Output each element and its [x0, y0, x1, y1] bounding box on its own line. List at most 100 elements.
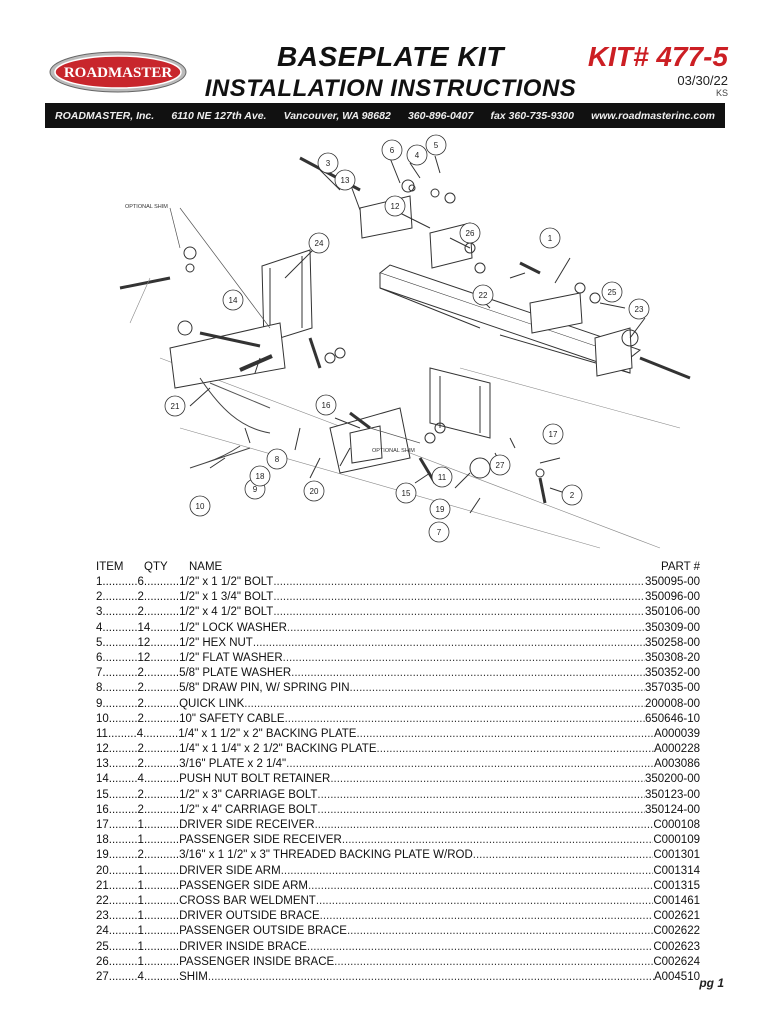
- parts-row-part-number: 350352-00: [645, 667, 700, 680]
- parts-row-description: 17.........1...........DRIVER SIDE RECEI…: [96, 819, 315, 831]
- revision-date: 03/30/22: [677, 73, 728, 88]
- parts-row-part-number: 357035-00: [645, 682, 700, 695]
- optional-shim-label-1: OPTIONAL SHIM: [125, 204, 168, 210]
- parts-row-part-number: 650646-10: [645, 712, 700, 725]
- parts-row-description: 13.........2...........3/16" PLATE x 2 1…: [96, 758, 287, 771]
- leader-dots: [342, 833, 653, 848]
- callout-3: 3: [326, 159, 331, 168]
- contact-bar: ROADMASTER, Inc. 6110 NE 127th Ave. Vanc…: [45, 103, 725, 128]
- parts-row-description: 10.........2...........10" SAFETY CABLE: [96, 712, 285, 725]
- parts-row: 6...........12.........1/2" FLAT WASHER3…: [96, 651, 700, 666]
- parts-row-part-number: 350096-00: [645, 591, 700, 604]
- parts-row: 20.........1...........DRIVER SIDE ARMC0…: [96, 864, 700, 879]
- parts-row: 15.........2...........1/2" x 3" CARRIAG…: [96, 788, 700, 803]
- parts-row: 18.........1...........PASSENGER SIDE RE…: [96, 833, 700, 848]
- parts-row-description: 12.........2...........1/4" x 1 1/4" x 2…: [96, 743, 377, 756]
- parts-row: 23.........1...........DRIVER OUTSIDE BR…: [96, 909, 700, 924]
- leader-dots: [377, 742, 654, 757]
- parts-row-part-number: A004510: [653, 970, 700, 983]
- callout-12: 12: [391, 202, 400, 211]
- callout-15: 15: [402, 489, 411, 498]
- parts-row-description: 11.........4...........1/4" x 1 1/2" x 2…: [96, 727, 357, 740]
- callout-16: 16: [322, 401, 331, 410]
- callout-19: 19: [436, 505, 445, 514]
- parts-row-description: 5...........12.........1/2" HEX NUT: [96, 636, 253, 649]
- leader-dots: [208, 970, 654, 985]
- leader-dots: [273, 605, 645, 620]
- parts-row-description: 22.........1...........CROSS BAR WELDMEN…: [96, 894, 316, 907]
- header-qty: QTY: [144, 561, 168, 573]
- leader-dots: [347, 924, 653, 939]
- leader-dots: [273, 590, 645, 605]
- leader-dots: [356, 727, 654, 742]
- parts-row: 12.........2...........1/4" x 1 1/4" x 2…: [96, 742, 700, 757]
- parts-row-part-number: 350258-00: [645, 636, 700, 649]
- parts-row-description: 1...........6...........1/2" x 1 1/2" BO…: [96, 576, 274, 588]
- website-link[interactable]: www.roadmasterinc.com: [591, 109, 715, 122]
- parts-row: 1...........6...........1/2" x 1 1/2" BO…: [96, 575, 700, 590]
- parts-row: 2...........2...........1/2" x 1 3/4" BO…: [96, 590, 700, 605]
- page-number: pg 1: [699, 976, 724, 990]
- parts-row: 17.........1...........DRIVER SIDE RECEI…: [96, 818, 700, 833]
- street-address: 6110 NE 127th Ave.: [171, 109, 267, 122]
- parts-row: 19.........2...........3/16" x 1 1/2" x …: [96, 848, 700, 863]
- parts-row-part-number: C001315: [653, 879, 700, 892]
- leader-dots: [273, 575, 645, 590]
- parts-row-description: 16.........2...........1/2" x 4" CARRIAG…: [96, 803, 318, 816]
- leader-dots: [283, 651, 645, 666]
- callout-25: 25: [608, 288, 617, 297]
- fax-number: fax 360-735-9300: [490, 109, 574, 122]
- leader-dots: [473, 848, 654, 863]
- callout-14: 14: [229, 296, 238, 305]
- parts-row-description: 23.........1...........DRIVER OUTSIDE BR…: [96, 910, 320, 923]
- parts-row-part-number: A000228: [653, 743, 700, 756]
- parts-row-description: 21.........1...........PASSENGER SIDE AR…: [96, 879, 308, 892]
- leader-dots: [285, 712, 645, 727]
- parts-row-part-number: C001314: [653, 864, 700, 877]
- parts-row-part-number: 350106-00: [645, 606, 700, 619]
- parts-row: 24.........1...........PASSENGER OUTSIDE…: [96, 924, 700, 939]
- leader-dots: [286, 757, 654, 772]
- parts-row: 5...........12.........1/2" HEX NUT 35025…: [96, 636, 700, 651]
- leader-dots: [307, 940, 653, 955]
- leader-dots: [350, 681, 645, 696]
- callout-4: 4: [415, 151, 420, 160]
- parts-row: 7...........2...........5/8" PLATE WASHE…: [96, 666, 700, 681]
- callout-27: 27: [496, 461, 505, 470]
- parts-row: 13.........2...........3/16" PLATE x 2 1…: [96, 757, 700, 772]
- callout-10: 10: [196, 502, 205, 511]
- callout-18: 18: [256, 472, 265, 481]
- phone-number: 360-896-0407: [407, 109, 474, 122]
- parts-row-part-number: 350124-00: [645, 803, 700, 816]
- parts-row-part-number: C002623: [653, 940, 700, 953]
- parts-row: 21.........1...........PASSENGER SIDE AR…: [96, 879, 700, 894]
- leader-dots: [317, 803, 645, 818]
- callout-2: 2: [570, 491, 575, 500]
- optional-shim-label-2: OPTIONAL SHIM: [372, 448, 415, 454]
- document-title: BASEPLATE KIT INSTALLATION INSTRUCTIONS: [203, 40, 578, 104]
- parts-row-description: 15.........2...........1/2" x 3" CARRIAG…: [96, 788, 318, 801]
- callout-21: 21: [171, 402, 180, 411]
- leader-dots: [308, 879, 653, 894]
- title-line-1: BASEPLATE KIT: [277, 41, 504, 72]
- leader-dots: [320, 909, 654, 924]
- header-part-number: PART #: [661, 561, 700, 573]
- parts-row-part-number: 350123-00: [645, 788, 700, 801]
- parts-row-part-number: C001301: [653, 849, 700, 862]
- company-name: ROADMASTER, Inc.: [55, 109, 155, 122]
- kit-block: KIT# 477-5 03/30/22 KS: [588, 40, 728, 98]
- leader-dots: [330, 772, 645, 787]
- parts-row-description: 27.........4...........SHIM: [96, 970, 208, 983]
- parts-row-part-number: C001461: [653, 894, 700, 907]
- title-line-2: INSTALLATION INSTRUCTIONS: [204, 75, 577, 102]
- leader-dots: [253, 636, 645, 651]
- exploded-parts-diagram: 3 6 4 5 13 24 14 12 26 1 22 25 23 16 21 …: [40, 128, 740, 558]
- parts-row: 8...........2...........5/8" DRAW PIN, W…: [96, 681, 700, 696]
- parts-row-part-number: C000108: [653, 819, 700, 831]
- leader-dots: [291, 666, 645, 681]
- callout-5: 5: [434, 141, 439, 150]
- parts-row-part-number: 350200-00: [645, 773, 700, 786]
- parts-row-description: 8...........2...........5/8" DRAW PIN, W…: [96, 682, 350, 695]
- parts-row-part-number: C002624: [653, 955, 700, 968]
